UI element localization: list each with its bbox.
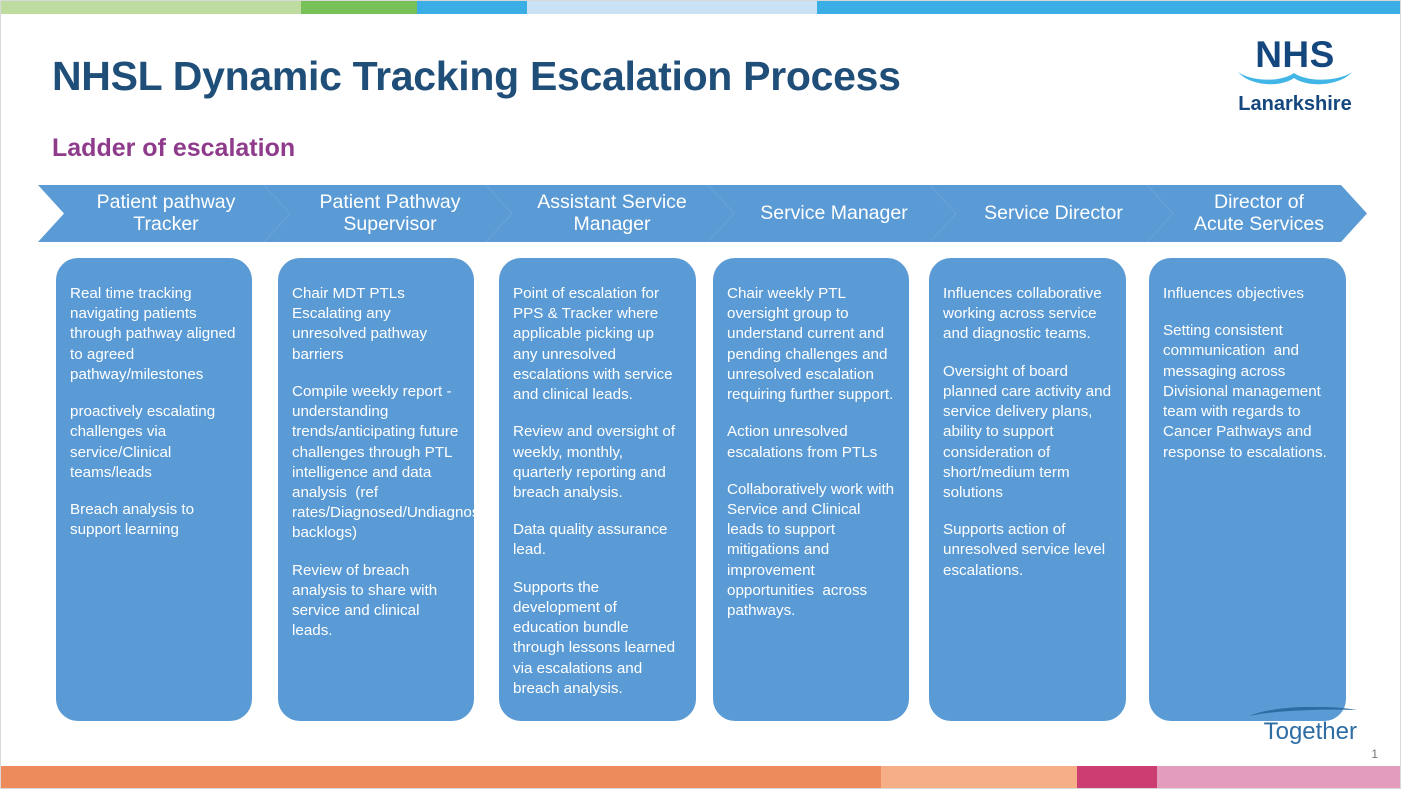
role-card-paragraph: Data quality assurance lead. [513, 521, 672, 559]
page-number: 1 [1371, 747, 1378, 761]
page-title: NHSL Dynamic Tracking Escalation Process [52, 53, 901, 99]
role-card-paragraph: Influences collaborative working across … [943, 285, 1106, 343]
bottombar-segment-1 [881, 766, 1077, 788]
role-card-paragraph: Compile weekly report - understanding tr… [292, 382, 497, 542]
role-card-paragraph: Chair MDT PTLs Escalating any unresolved… [292, 285, 432, 363]
chevron-step-label: Patient pathway Tracker [96, 190, 236, 235]
escalation-role-cards: Real time tracking navigating patients t… [1, 258, 1400, 723]
chevron-step-label: Director of Acute Services [1193, 190, 1325, 235]
role-card-paragraph: Influences objectives [1163, 285, 1304, 302]
top-color-bar [1, 1, 1400, 14]
role-card-5[interactable]: Influences collaborative working across … [929, 258, 1126, 721]
nhs-logo-name: Lanarkshire [1238, 93, 1352, 115]
role-card-body: Real time tracking navigating patients t… [56, 258, 252, 550]
chevron-step-4[interactable]: Service Manager [708, 185, 956, 242]
role-card-paragraph: Review of breach analysis to share with … [292, 561, 442, 640]
bottombar-segment-0 [1, 766, 881, 788]
role-card-1[interactable]: Real time tracking navigating patients t… [56, 258, 252, 721]
together-strapline: Together [1249, 702, 1357, 744]
chevron-step-label: Patient Pathway Supervisor [319, 190, 461, 235]
role-card-paragraph: Chair weekly PTL oversight group to unde… [727, 285, 894, 404]
role-card-4[interactable]: Chair weekly PTL oversight group to unde… [713, 258, 909, 721]
chevron-step-3[interactable]: Assistant Service Manager [486, 185, 734, 242]
topbar-segment-1 [301, 1, 417, 14]
chevron-step-label: Service Manager [760, 201, 908, 224]
chevron-step-6[interactable]: Director of Acute Services [1147, 185, 1367, 242]
chevron-step-5[interactable]: Service Director [930, 185, 1173, 242]
escalation-ladder-chevrons: Patient pathway Tracker Patient Pathway S… [38, 185, 1367, 242]
role-card-2[interactable]: Chair MDT PTLs Escalating any unresolved… [278, 258, 497, 721]
role-card-body: Point of escalation for PPS & Tracker wh… [499, 258, 696, 709]
bottombar-segment-2 [1077, 766, 1157, 788]
role-card-body: Influences collaborative working across … [929, 258, 1126, 591]
together-label: Together [1263, 718, 1357, 745]
topbar-segment-0 [1, 1, 301, 14]
role-card-body: Chair weekly PTL oversight group to unde… [713, 258, 909, 631]
nhs-lanarkshire-logo: NHS Lanarkshire [1236, 36, 1354, 114]
chevron-step-1[interactable]: Patient pathway Tracker [38, 185, 290, 242]
role-card-paragraph: Point of escalation for PPS & Tracker wh… [513, 285, 677, 404]
role-card-paragraph: Supports the development of education bu… [513, 578, 680, 697]
chevron-step-label: Service Director [984, 201, 1123, 224]
page-subtitle: Ladder of escalation [52, 134, 296, 162]
role-card-paragraph: Oversight of board planned care activity… [943, 362, 1116, 501]
role-card-paragraph: Review and oversight of weekly, monthly,… [513, 423, 680, 501]
role-card-paragraph: proactively escalating challenges via se… [70, 403, 220, 481]
nhs-logo-mark: NHS [1255, 34, 1335, 75]
role-card-3[interactable]: Point of escalation for PPS & Tracker wh… [499, 258, 696, 721]
role-card-paragraph: Action unresolved escalations from PTLs [727, 423, 878, 461]
role-card-paragraph: Real time tracking navigating patients t… [70, 285, 240, 383]
chevron-step-label: Assistant Service Manager [537, 190, 687, 235]
role-card-paragraph: Collaboratively work with Service and Cl… [727, 480, 899, 620]
bottom-color-bar [1, 766, 1400, 788]
chevron-step-2[interactable]: Patient Pathway Supervisor [264, 185, 512, 242]
role-card-body: Chair MDT PTLs Escalating any unresolved… [278, 258, 497, 652]
together-swoosh-icon [1249, 706, 1357, 716]
topbar-segment-3 [527, 1, 817, 14]
topbar-segment-4 [817, 1, 1400, 14]
topbar-segment-2 [417, 1, 527, 14]
role-card-paragraph: Supports action of unresolved service le… [943, 521, 1110, 579]
nhs-wave-icon [1238, 72, 1352, 85]
role-card-paragraph: Setting consistent communication and mes… [1163, 322, 1327, 461]
bottombar-segment-3 [1157, 766, 1400, 788]
role-card-paragraph: Breach analysis to support learning [70, 500, 199, 539]
